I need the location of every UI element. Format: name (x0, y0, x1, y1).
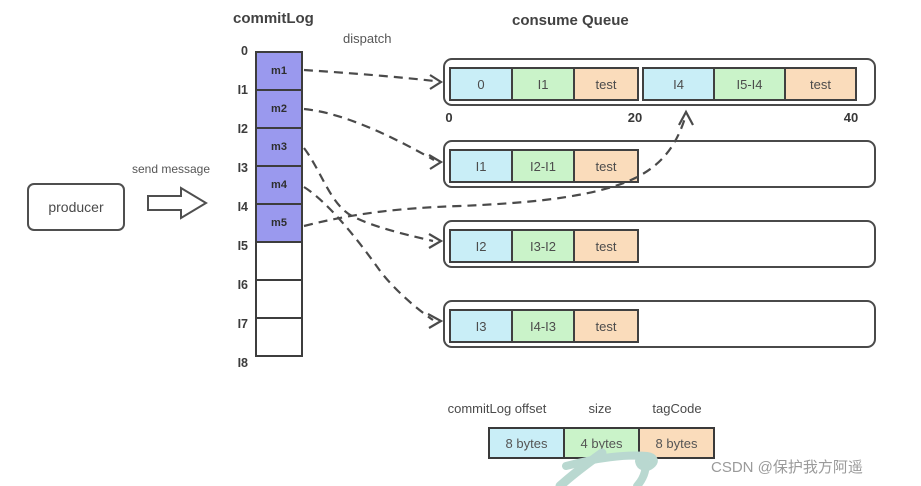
queue-axis-tick: 20 (627, 110, 643, 125)
arrowhead-m3 (428, 233, 444, 249)
send-message-label: send message (131, 162, 211, 176)
commitlog-offset-label: I2 (237, 122, 248, 136)
commitlog-cell-m1: m1 (255, 51, 303, 91)
queue-cell-tag: test (784, 67, 857, 101)
queue-cell-offset: 0 (449, 67, 513, 101)
queue-cell-size: I5-I4 (713, 67, 786, 101)
arrowhead-m2 (428, 154, 444, 170)
legend-header-size: size (588, 401, 612, 416)
consume-queue-row-2: I1 I2-I1 test (443, 140, 876, 188)
commitlog-offset-label: I3 (237, 161, 248, 175)
dispatch-arrow-m3 (303, 147, 434, 243)
queue-cell-tag: test (573, 149, 639, 183)
queue-cell-size: I2-I1 (511, 149, 575, 183)
queue-cell-tag: test (573, 229, 639, 263)
commitlog-cell-m4: m4 (255, 165, 303, 205)
consume-queue-row-3: I2 I3-I2 test (443, 220, 876, 268)
csdn-watermark-text: CSDN @保护我方阿遥 (711, 459, 863, 476)
commitlog-offset-label: I4 (237, 200, 248, 214)
producer-label: producer (48, 199, 104, 215)
dispatch-arrow-m2 (303, 107, 435, 161)
queue-cell-offset: I1 (449, 149, 513, 183)
producer-box: producer (27, 183, 125, 231)
commitlog-offset-label: I5 (237, 239, 248, 253)
commitlog-title: commitLog (233, 10, 314, 27)
commitlog-cell-empty (255, 279, 303, 319)
commitlog-cell-m2: m2 (255, 89, 303, 129)
arrowhead-m1 (429, 74, 444, 90)
queue-cell-offset: I4 (642, 67, 715, 101)
queue-axis-tick: 0 (445, 110, 453, 125)
legend-header-tagcode: tagCode (652, 401, 702, 416)
queue-cell-size: I4-I3 (511, 309, 575, 343)
dispatch-arrow-m1 (303, 68, 435, 83)
queue-cell-tag: test (573, 67, 639, 101)
consume-queue-row-1: 0 I1 test I4 I5-I4 test (443, 58, 876, 106)
commitlog-cell-empty (255, 241, 303, 281)
send-message-arrow-icon (147, 186, 208, 220)
arrowhead-m4 (427, 313, 444, 329)
commitlog-offset-label: I1 (237, 83, 248, 97)
commitlog-cell-m3: m3 (255, 127, 303, 167)
watermark-glyph (555, 448, 658, 486)
queue-cell-size: I3-I2 (511, 229, 575, 263)
queue-cell-offset: I2 (449, 229, 513, 263)
commitlog-offset-label: 0 (241, 44, 248, 58)
queue-cell-tag: test (573, 309, 639, 343)
commitlog-column: m1 m2 m3 m4 m5 (255, 51, 303, 357)
legend-header-commitlog-offset: commitLog offset (447, 401, 547, 416)
dispatch-label: dispatch (343, 31, 392, 46)
arrowhead-m5 (678, 109, 694, 126)
commitlog-offset-label: I6 (237, 278, 248, 292)
dispatch-arrow-m4 (303, 186, 434, 321)
consume-queue-title: consume Queue (512, 12, 629, 29)
queue-axis-tick: 40 (843, 110, 859, 125)
commitlog-offset-label: I8 (237, 356, 248, 370)
commitlog-cell-m5: m5 (255, 203, 303, 243)
queue-cell-size: I1 (511, 67, 575, 101)
commitlog-offset-label: I7 (237, 317, 248, 331)
commitlog-cell-empty (255, 317, 303, 357)
legend-cell-offset-bytes: 8 bytes (488, 427, 565, 459)
queue-cell-offset: I3 (449, 309, 513, 343)
consume-queue-row-4: I3 I4-I3 test (443, 300, 876, 348)
